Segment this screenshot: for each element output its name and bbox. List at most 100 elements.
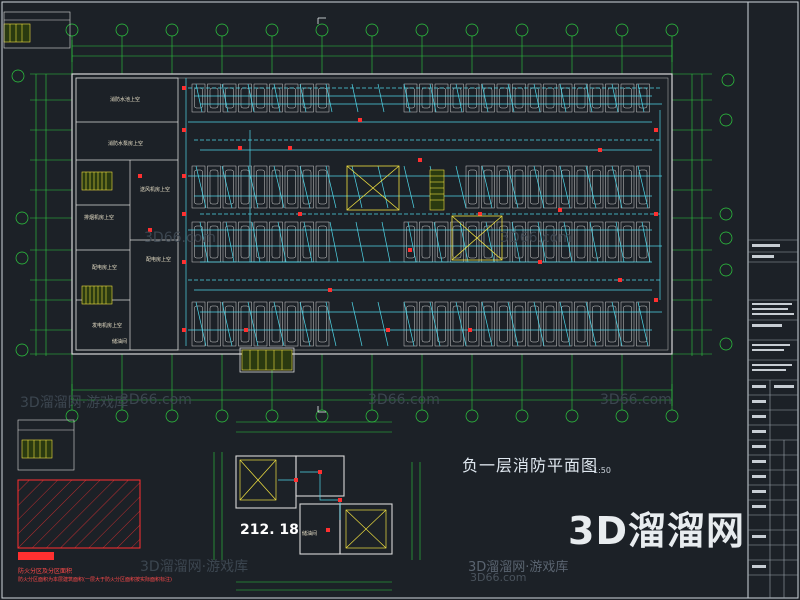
pipe-branch (637, 83, 645, 113)
watermark-text: 3D66.com (500, 230, 572, 246)
axis-bubble (615, 23, 629, 37)
parking-bay (605, 301, 619, 347)
parking-bay (315, 301, 330, 347)
parking-bay (574, 221, 588, 263)
pipe-branch (355, 221, 365, 263)
parking-bay (253, 165, 268, 209)
hydrant-mark (618, 278, 622, 282)
parking-bay (558, 301, 573, 347)
parking-bay (315, 165, 330, 209)
parking-bay (512, 301, 526, 347)
parking-bay (191, 301, 206, 347)
axis-bubble (65, 23, 79, 37)
hydrant-mark (238, 146, 242, 150)
hydrant-mark (654, 298, 658, 302)
axis-bubble (465, 409, 479, 423)
watermark-text: 3D66.com (470, 571, 527, 584)
left-dimension-chain (35, 74, 47, 356)
pipe-branch (325, 301, 337, 347)
parking-bay (403, 301, 418, 347)
pipe-branch (251, 221, 261, 263)
room-label: 送风机房上空 (140, 187, 171, 193)
parking-bay (419, 301, 433, 347)
parking-bay (496, 301, 511, 347)
parking-bay (300, 165, 314, 209)
parking-bay (636, 165, 650, 209)
hydrant-mark (182, 260, 186, 264)
building-outline (71, 73, 673, 355)
parking-bay (238, 301, 252, 347)
parking-bays (191, 83, 650, 347)
parking-bay (222, 301, 237, 347)
pipe-branch (247, 83, 255, 113)
parking-bay (207, 301, 221, 347)
pipe-branch (585, 83, 593, 113)
pipe-branch (559, 301, 571, 347)
hydrant-mark (468, 328, 472, 332)
right-dimension-chain (691, 74, 703, 356)
parking-bay (315, 221, 330, 263)
parking-bay (434, 221, 449, 263)
watermark-logo: 3D溜溜网 (568, 509, 745, 553)
stair-5 (3, 23, 31, 43)
hydrant-mark (244, 328, 248, 332)
axis-bubble (65, 409, 79, 423)
hydrant-mark (654, 128, 658, 132)
pipe-branch (637, 301, 649, 347)
axis-bubble (265, 409, 279, 423)
hydrant-mark (138, 174, 142, 178)
pipe-branch (533, 301, 545, 347)
left-equipment-zone (75, 77, 179, 351)
pipe-branch (585, 301, 597, 347)
pipe-branch (381, 221, 391, 263)
hydrant-mark (654, 212, 658, 216)
axis-bubble (265, 23, 279, 37)
pipe-branch (303, 221, 313, 263)
pipe-branch (563, 221, 573, 263)
parking-bay (253, 301, 268, 347)
pipe-branch (455, 301, 467, 347)
axis-bubble-left-outer (11, 69, 29, 357)
axis-bubble (515, 23, 529, 37)
title-block-text (752, 244, 794, 568)
pipe-branch (403, 83, 411, 113)
axis-bubble (215, 23, 229, 37)
watermark-text: 3D66.com (600, 392, 672, 408)
hydrant-mark (182, 128, 186, 132)
parking-bay (496, 165, 511, 209)
lower-plan-shafts (239, 459, 387, 549)
axis-bubble (315, 23, 329, 37)
pipe-main (249, 130, 300, 263)
pipe-branch (299, 83, 307, 113)
parking-bay (620, 165, 635, 209)
parking-bay (419, 221, 433, 263)
parking-bay (269, 301, 283, 347)
axis-bubble (415, 409, 429, 423)
axis-bubble (515, 409, 529, 423)
corner-plan-top (3, 11, 71, 49)
pipe-branch (329, 221, 339, 263)
pipe-branch (195, 165, 207, 209)
pipe-branch (299, 301, 311, 347)
pipe-branch (325, 83, 333, 113)
pipe-branch (637, 165, 649, 209)
parking-bay (481, 165, 495, 209)
room-label: 排烟机房上空 (84, 215, 115, 221)
title-block (748, 239, 798, 598)
parking-bay (284, 221, 299, 263)
pipe-branch (273, 165, 285, 209)
parking-bay (284, 165, 299, 209)
pipe-branch (377, 301, 389, 347)
lower-plan-dimensions (213, 421, 421, 591)
parking-bay (238, 221, 252, 263)
pipe-branch (377, 83, 385, 113)
pipe-branch (485, 221, 495, 263)
hydrant-mark (182, 328, 186, 332)
hydrant-mark (288, 146, 292, 150)
parking-bay (620, 301, 635, 347)
section-mark-top (317, 17, 326, 24)
pipe-branch (611, 165, 623, 209)
pipe-branch (273, 301, 285, 347)
shaft-box-2 (451, 215, 503, 261)
hydrant-mark (408, 248, 412, 252)
